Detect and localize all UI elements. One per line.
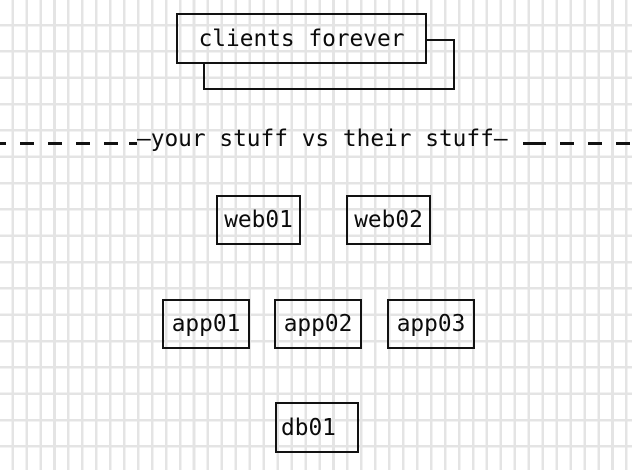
divider-dash-left: [0, 142, 137, 145]
node-label: web01: [224, 207, 293, 233]
divider-label[interactable]: —your stuff vs their stuff—: [137, 126, 508, 152]
node-box-app01[interactable]: app01: [162, 299, 250, 349]
clients-box[interactable]: clients forever: [176, 13, 427, 64]
divider-dash-right: [511, 142, 632, 145]
node-label: db01: [281, 414, 336, 441]
node-box-app03[interactable]: app03: [387, 299, 475, 349]
clients-box-label: clients forever: [198, 25, 405, 52]
node-label: app01: [171, 311, 241, 337]
node-box-app02[interactable]: app02: [274, 299, 362, 349]
node-label: web02: [354, 207, 423, 233]
node-box-web02[interactable]: web02: [346, 195, 431, 245]
node-box-db01[interactable]: db01: [275, 402, 359, 453]
node-label: app02: [283, 311, 353, 337]
node-box-web01[interactable]: web01: [216, 195, 301, 245]
node-label: app03: [396, 311, 466, 337]
